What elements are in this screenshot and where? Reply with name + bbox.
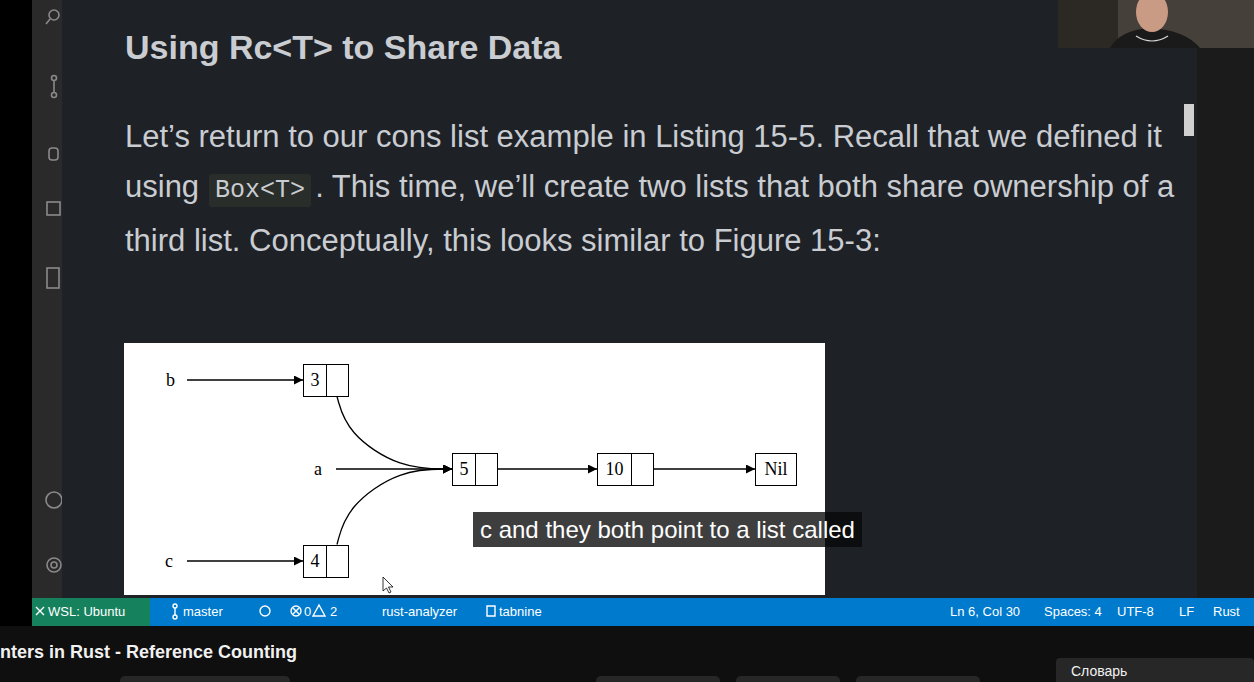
pointer-slot [326, 546, 348, 577]
cell-value: 10 [598, 454, 631, 485]
remote-icon [47, 268, 59, 288]
activity-bar [32, 0, 62, 598]
pointer-slot [326, 365, 348, 396]
variable-name: c [165, 549, 173, 573]
status-bar [32, 598, 1254, 626]
button-pill [736, 676, 840, 682]
figure-ground [124, 343, 825, 595]
status-item: Ln 6, Col 30 [950, 601, 1020, 623]
paragraph: Let’s return to our cons list example in… [125, 112, 1180, 266]
button-pill [120, 676, 290, 682]
status-item: Rust [1213, 601, 1240, 623]
cell-value: 4 [304, 546, 326, 577]
cell-value: 5 [453, 454, 475, 485]
pointer-arrow [337, 397, 452, 470]
debug-icon [49, 148, 58, 160]
chip-label: Словарь [1071, 660, 1127, 682]
remote-icon [36, 607, 44, 615]
cell-value: Nil [756, 454, 796, 485]
pointer-arrow [642, 468, 755, 469]
article-panel [62, 0, 1197, 598]
pointer-arrow [337, 469, 452, 545]
branch-icon [173, 615, 177, 619]
settings-icon [47, 558, 61, 572]
scrollbar-thumb [1184, 104, 1194, 136]
mouse-cursor [383, 577, 393, 593]
settings-icon [51, 562, 57, 568]
branch-icon [52, 76, 57, 81]
webcam-face [1136, 0, 1168, 32]
error-count: 0 [304, 601, 311, 623]
branch-icon [53, 81, 55, 92]
pointer-slot [475, 454, 497, 485]
branch-icon [174, 608, 175, 615]
tabnine-icon [487, 606, 495, 616]
webcam-shelf [1058, 0, 1118, 48]
status-item: WSL: Ubuntu [48, 601, 125, 623]
account-icon [46, 492, 62, 508]
cons-cell: 4 [303, 545, 349, 578]
inline-code: Box<T> [209, 174, 311, 207]
status-item: Spaces: 4 [1044, 601, 1102, 623]
activity-icons [46, 10, 62, 572]
warning-icon [313, 605, 325, 616]
video-subtitle: c and they both point to a list called [473, 512, 862, 547]
error-icon [293, 608, 299, 614]
cons-cell: 10 [597, 453, 654, 486]
search-icon [46, 19, 50, 24]
status-item: tabnine [499, 601, 542, 623]
button-pill [596, 676, 720, 682]
extensions-icon [47, 202, 60, 215]
pointer-arrow [486, 468, 597, 469]
variable-arrow [187, 560, 303, 561]
status-item: LF [1179, 601, 1194, 623]
warning-count: 2 [330, 601, 337, 623]
cons-cell: 3 [303, 364, 349, 397]
cell-value: 3 [304, 365, 326, 396]
search-icon [49, 10, 59, 20]
variable-arrow [187, 379, 303, 380]
status-item: rust-analyzer [382, 601, 457, 623]
branch-icon [52, 93, 57, 98]
remote-indicator [32, 598, 150, 626]
cons-cell: 5 [452, 453, 498, 486]
chip-box [1056, 658, 1254, 682]
button-pill [856, 676, 980, 682]
variable-name: b [166, 368, 175, 392]
cons-cell: Nil [755, 453, 797, 486]
section-heading: Using Rc<T> to Share Data [125, 22, 561, 72]
variable-name: a [314, 457, 322, 481]
pointer-slot [631, 454, 653, 485]
video-title: nters in Rust - Reference Counting [0, 640, 297, 664]
sync-icon [260, 606, 270, 616]
status-item: master [183, 601, 223, 623]
webcam-necklace [1136, 36, 1168, 41]
side-area [1197, 0, 1254, 598]
error-icon [291, 606, 301, 616]
status-item: UTF-8 [1117, 601, 1154, 623]
branch-icon [173, 604, 177, 608]
left-strip [0, 0, 32, 626]
